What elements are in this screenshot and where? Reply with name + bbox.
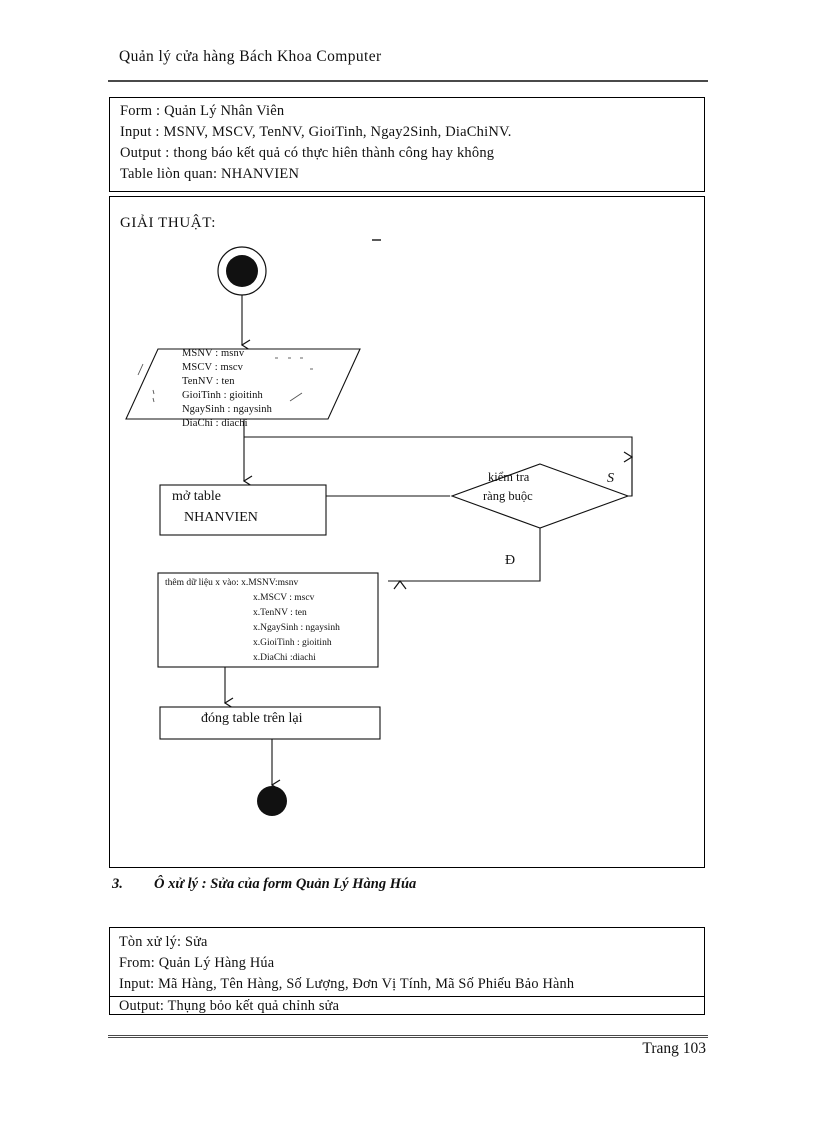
insert-field: x.GioiTinh : gioitinh xyxy=(253,638,332,648)
insert-field: x.TenNV : ten xyxy=(253,608,307,618)
stray-dash-mark xyxy=(372,239,381,241)
process-info-box: Tòn xử lý: Sửa From: Quản Lý Hàng Húa In… xyxy=(109,927,705,1015)
input-field: MSNV : msnv xyxy=(182,348,245,359)
process-info-line: Tòn xử lý: Sửa xyxy=(119,934,208,950)
decision-label-line2: ràng buộc xyxy=(483,489,533,503)
decision-label-line1: kiểm tra xyxy=(488,470,530,484)
header-title: Quản lý cửa hàng Bách Khoa Computer xyxy=(119,48,382,65)
decision-diamond xyxy=(450,463,630,529)
open-table-label-line1: mở table xyxy=(172,489,221,504)
input-field: DiaChi : diachi xyxy=(182,418,248,429)
open-table-rect xyxy=(159,484,327,536)
form-info-line: Input : MSNV, MSCV, TenNV, GioiTinh, Nga… xyxy=(120,124,512,140)
process-info-line: Output: Thụng bỏo kết quả chỉnh sửa xyxy=(119,998,340,1014)
input-field: NgaySinh : ngaysinh xyxy=(182,404,272,415)
section-heading: 3. Ô xử lý : Sửa của form Quản Lý Hàng Hú… xyxy=(112,876,416,893)
footer-page-label: Trang 103 xyxy=(642,1040,706,1057)
input-parallelogram xyxy=(125,348,361,420)
input-field: TenNV : ten xyxy=(182,376,235,387)
form-info-box: Form : Quản Lý Nhân Viên Input : MSNV, M… xyxy=(109,97,705,192)
footer-rule xyxy=(108,1035,708,1038)
flowchart-shapes xyxy=(125,246,634,816)
close-table-rect xyxy=(159,706,381,740)
process-info-line: From: Quản Lý Hàng Húa xyxy=(119,955,275,971)
insert-header: thêm dữ liệu x vào: x.MSNV:msnv xyxy=(165,578,299,588)
section-heading-text: Ô xử lý : Sửa của form Quản Lý Hàng Húa xyxy=(154,876,417,892)
form-info-line: Table liòn quan: NHANVIEN xyxy=(120,166,300,182)
form-info-line: Form : Quản Lý Nhân Viên xyxy=(120,103,285,119)
end-node-shape xyxy=(257,786,287,816)
branch-label-true: Đ xyxy=(505,553,516,568)
form-info-line: Output : thong báo kết quả có thực hiên … xyxy=(120,145,495,161)
insert-field: x.MSCV : mscv xyxy=(253,593,315,603)
insert-field: x.NgaySinh : ngaysinh xyxy=(253,623,340,633)
close-table-label: đóng table trên lại xyxy=(201,711,303,726)
open-table-label-line2: NHANVIEN xyxy=(184,510,258,525)
header-rule xyxy=(108,80,708,82)
start-node-shape xyxy=(217,246,267,296)
insert-data-rect xyxy=(157,572,379,668)
section-number: 3. xyxy=(112,876,123,892)
insert-field: x.DiaChi :diachi xyxy=(253,653,316,663)
process-info-divider xyxy=(110,996,704,997)
input-field: MSCV : mscv xyxy=(182,362,244,373)
algorithm-diagram-box: GIẢI THUẬT: xyxy=(109,196,705,868)
input-field: GioiTinh : gioitinh xyxy=(182,390,263,401)
diagram-caption: GIẢI THUẬT: xyxy=(120,215,216,231)
process-info-line: Input: Mã Hàng, Tên Hàng, Số Lượng, Đơn … xyxy=(119,976,575,992)
branch-label-false: S xyxy=(607,471,614,486)
